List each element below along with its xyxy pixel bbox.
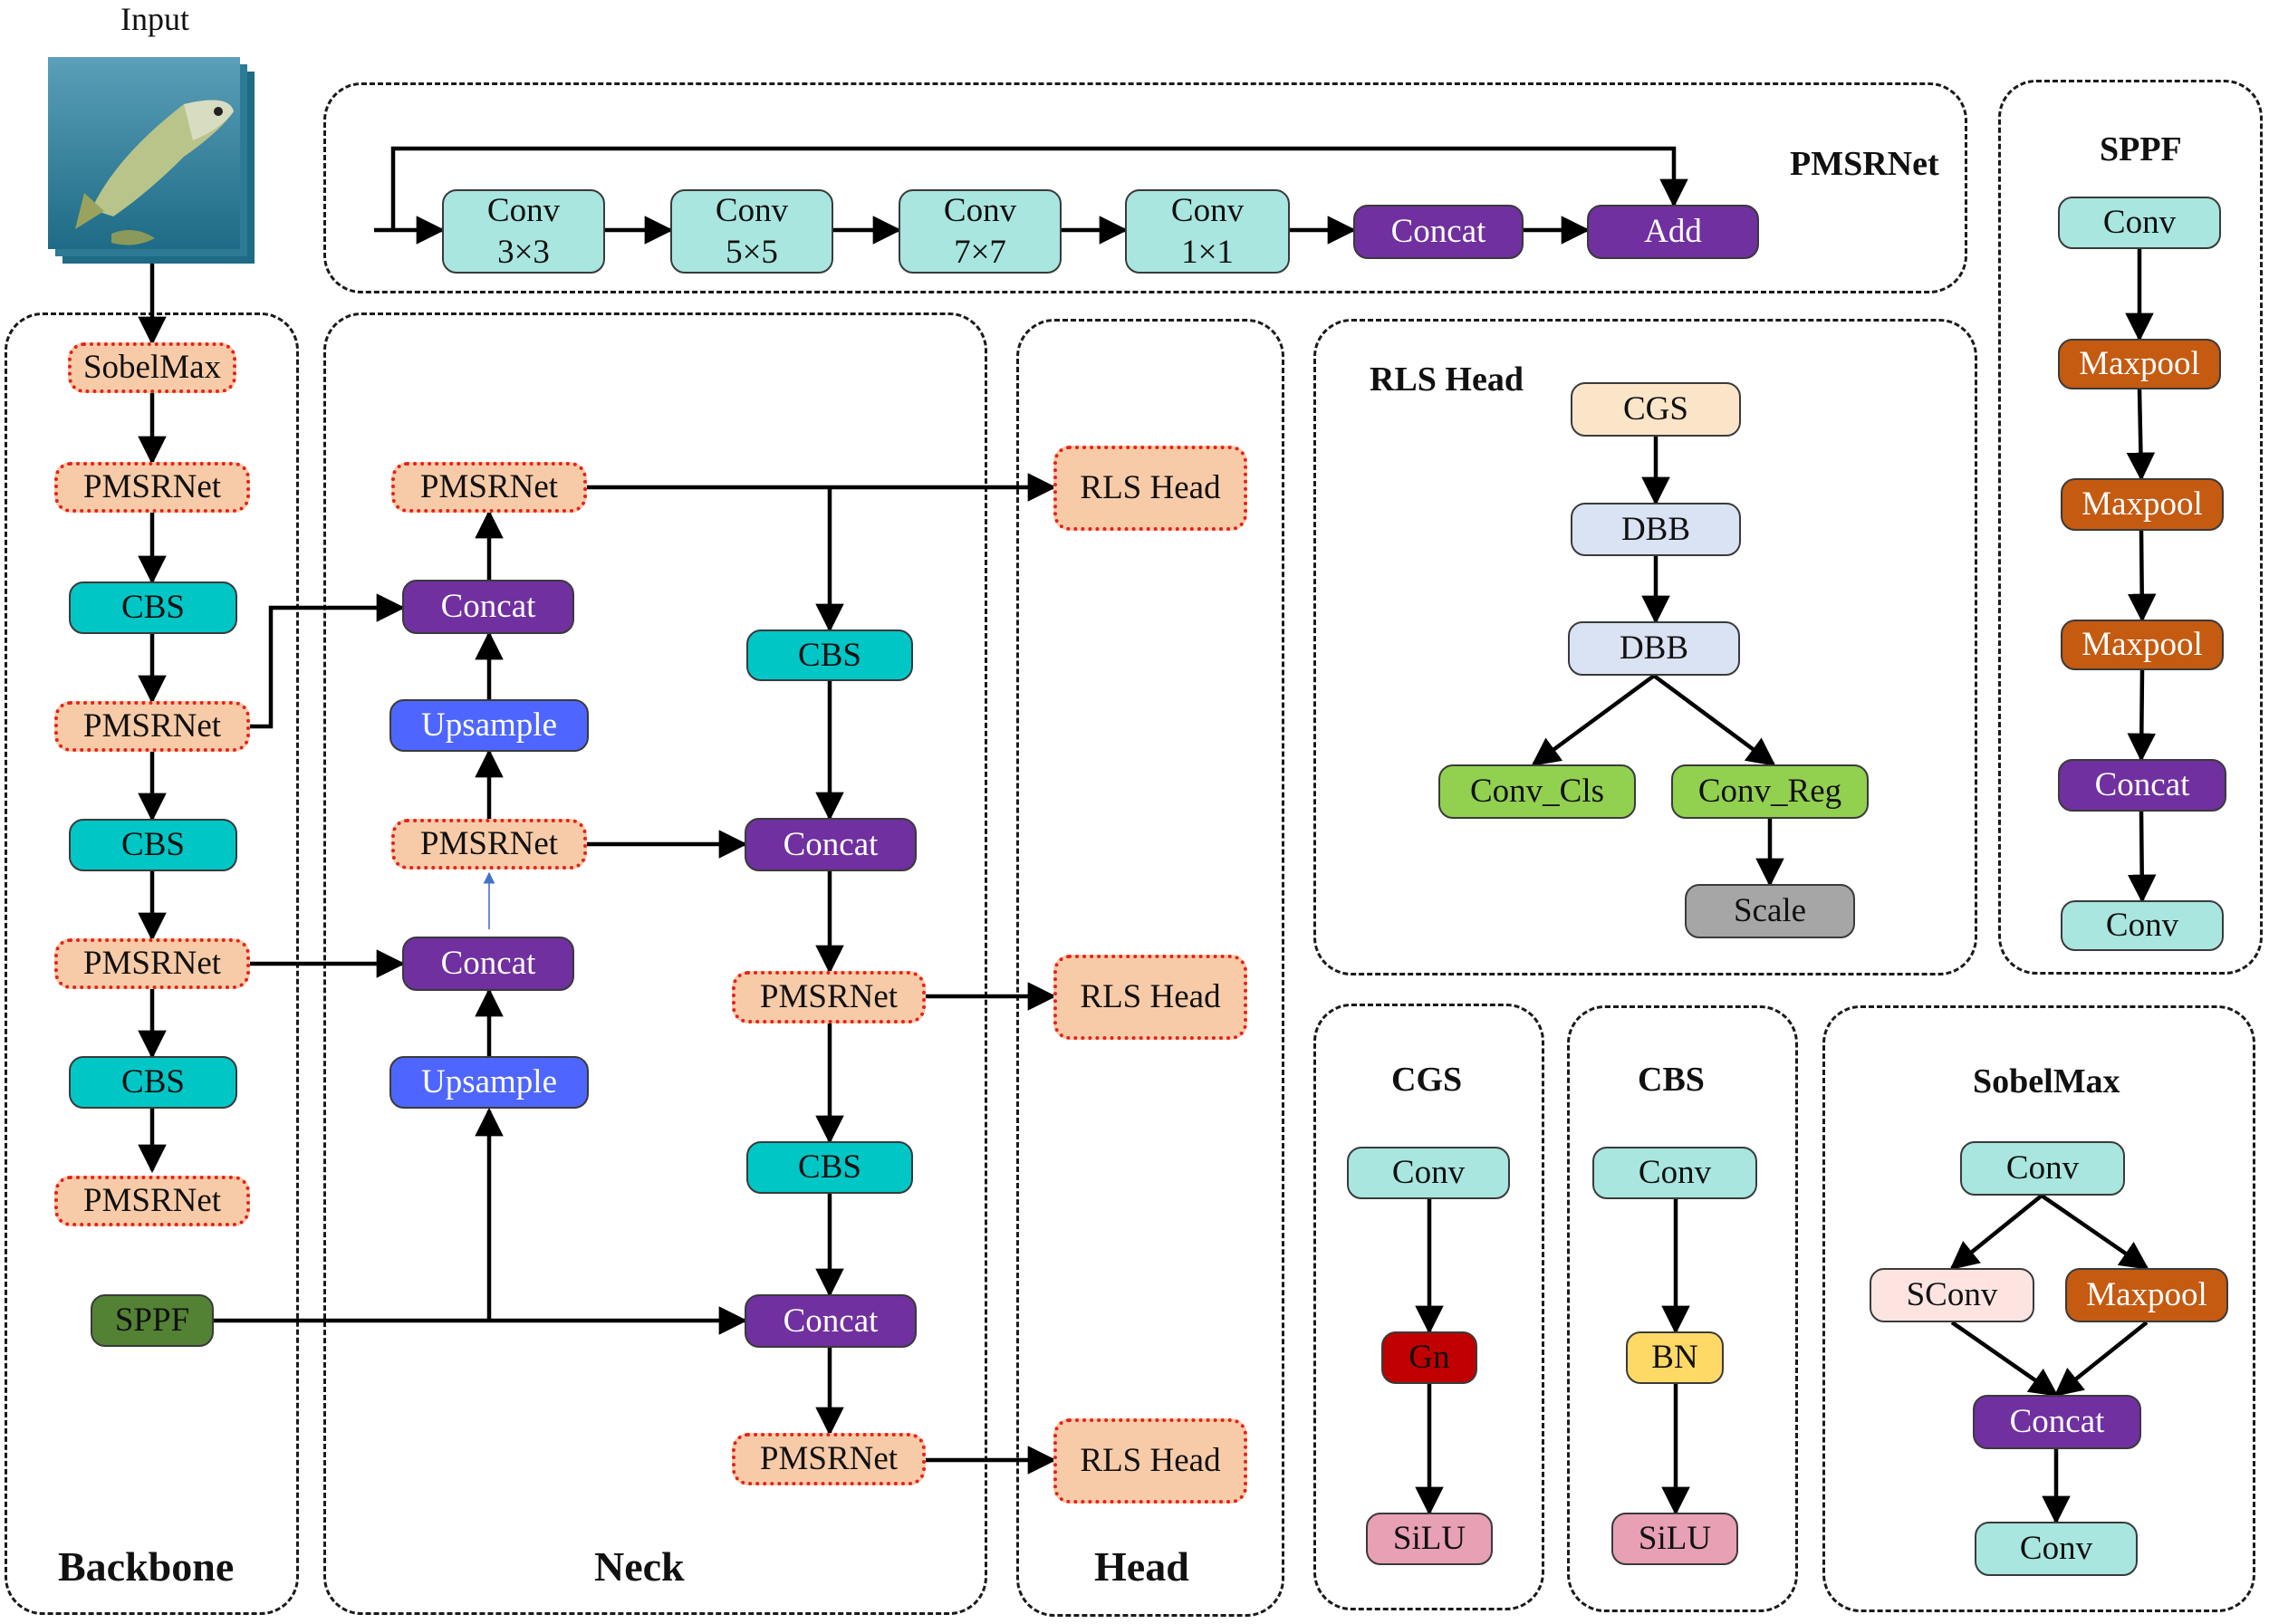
pm-conv3-label: Conv: [486, 192, 561, 230]
cgs-panel: [1313, 1004, 1544, 1610]
bb-pmsrnet-4-node: PMSRNet: [54, 1176, 250, 1226]
sobelmax-panel: [1822, 1005, 2255, 1612]
rls-dbb-2-node: DBB: [1568, 621, 1740, 676]
sppf-concat-node: Concat: [2058, 759, 2226, 812]
rls-conv-cls-node: Conv_Cls: [1438, 764, 1636, 819]
backbone-title: Backbone: [58, 1543, 235, 1590]
head-panel: [1016, 319, 1284, 1617]
rls-head-title: RLS Head: [1370, 360, 1524, 399]
cbs-conv-node: Conv: [1592, 1147, 1757, 1199]
sppf-wire-3: [2127, 530, 2157, 623]
rls-wire-3: [1531, 674, 1656, 766]
sppf-maxpool-2-node: Maxpool: [2061, 478, 2224, 531]
bb-sobelmax-node: SobelMax: [68, 342, 236, 393]
neck-pmsrnet-out3-node: PMSRNet: [732, 1433, 926, 1485]
sppf-conv-2-node: Conv: [2061, 900, 2224, 951]
bb-cbs-2-node: CBS: [69, 819, 237, 871]
bb-cbs-1-node: CBS: [69, 581, 237, 634]
cbs-silu-node: SiLU: [1611, 1513, 1738, 1565]
sppf-conv-1-node: Conv: [2058, 197, 2221, 249]
bb-wire-pm2-concat: [250, 593, 406, 729]
sobel-conv-2-node: Conv: [1975, 1522, 2138, 1576]
pm-concat-node: Concat: [1353, 205, 1524, 259]
pm-conv5-node: Conv 5×5: [670, 189, 833, 274]
pm-add-node: Add: [1587, 205, 1759, 259]
cgs-silu-node: SiLU: [1366, 1513, 1493, 1565]
pm-conv7-size: 7×7: [954, 233, 1006, 271]
cgs-gn-node: Gn: [1381, 1331, 1477, 1384]
neck-concat-1-node: Concat: [402, 580, 574, 634]
sobel-sconv-node: SConv: [1870, 1268, 2034, 1322]
sppf-wire-4: [2127, 669, 2157, 763]
sobel-wire-4: [2053, 1321, 2149, 1397]
neck-concat-3-node: Concat: [745, 818, 917, 871]
cbs-title: CBS: [1638, 1061, 1705, 1099]
sppf-maxpool-1-node: Maxpool: [2058, 339, 2221, 389]
bb-cbs-3-node: CBS: [69, 1056, 237, 1109]
sobel-conv-1-node: Conv: [1960, 1141, 2125, 1196]
pmsrnet-panel: [323, 82, 1967, 293]
sobel-wire-2: [2040, 1194, 2149, 1270]
rls-scale-node: Scale: [1685, 884, 1855, 938]
neck-pmsrnet-mid-node: PMSRNet: [391, 819, 587, 870]
pm-conv1-size: 1×1: [1181, 233, 1234, 271]
head-title: Head: [1094, 1543, 1189, 1590]
cbs-bn-node: BN: [1626, 1331, 1724, 1384]
neck-cbs-2-node: CBS: [746, 1141, 913, 1194]
neck-pmsrnet-out2-node: PMSRNet: [732, 971, 926, 1023]
cgs-title: CGS: [1391, 1061, 1463, 1099]
neck-upsample-2-node: Upsample: [389, 1056, 589, 1109]
bb-pmsrnet-3-node: PMSRNet: [54, 938, 250, 989]
sobelmax-title: SobelMax: [1973, 1062, 2120, 1100]
bb-pmsrnet-1-node: PMSRNet: [54, 462, 250, 513]
rls-wire-4: [1652, 674, 1776, 766]
head-rls-3-node: RLS Head: [1053, 1418, 1247, 1504]
pmsrnet-title: PMSRNet: [1790, 145, 1939, 183]
pm-conv1-node: Conv 1×1: [1125, 189, 1290, 274]
sppf-panel: [1998, 80, 2263, 975]
rls-cgs-node: CGS: [1571, 382, 1741, 437]
sppf-title: SPPF: [2100, 130, 2182, 168]
rls-dbb-1-node: DBB: [1571, 503, 1741, 556]
neck-concat-2-node: Concat: [402, 937, 574, 991]
sobel-wire-3: [1950, 1321, 2059, 1397]
rls-head-panel: [1313, 319, 1977, 975]
fish-image: [48, 57, 255, 264]
sobel-wire-1: [1949, 1194, 2043, 1270]
pm-conv1-label: Conv: [1170, 192, 1245, 230]
neck-pmsrnet-top-node: PMSRNet: [391, 462, 587, 513]
bb-pmsrnet-2-node: PMSRNet: [54, 701, 250, 752]
sobel-maxpool-node: Maxpool: [2065, 1268, 2228, 1322]
rls-conv-reg-node: Conv_Reg: [1671, 764, 1869, 819]
cbs-panel: [1567, 1005, 1798, 1612]
sobel-concat-node: Concat: [1973, 1395, 2141, 1449]
pm-conv5-label: Conv: [715, 192, 789, 230]
bb-sppf-node: SPPF: [91, 1294, 214, 1347]
neck-concat-4-node: Concat: [745, 1294, 917, 1348]
pm-conv3-node: Conv 3×3: [442, 189, 605, 274]
pm-conv7-node: Conv 7×7: [899, 189, 1062, 274]
sppf-wire-5: [2127, 811, 2157, 904]
pm-wire-skip: [390, 146, 1688, 230]
cgs-conv-node: Conv: [1347, 1147, 1510, 1199]
pm-conv5-size: 5×5: [726, 233, 778, 271]
pm-conv7-label: Conv: [943, 192, 1017, 230]
neck-cbs-1-node: CBS: [746, 629, 913, 681]
sppf-wire-2: [2126, 389, 2156, 482]
pm-conv3-size: 3×3: [497, 233, 550, 271]
sppf-maxpool-3-node: Maxpool: [2061, 620, 2224, 670]
head-rls-2-node: RLS Head: [1053, 955, 1247, 1040]
input-label: Input: [120, 1, 189, 37]
head-rls-1-node: RLS Head: [1053, 446, 1247, 531]
neck-title: Neck: [594, 1543, 685, 1590]
neck-upsample-1-node: Upsample: [389, 699, 589, 752]
